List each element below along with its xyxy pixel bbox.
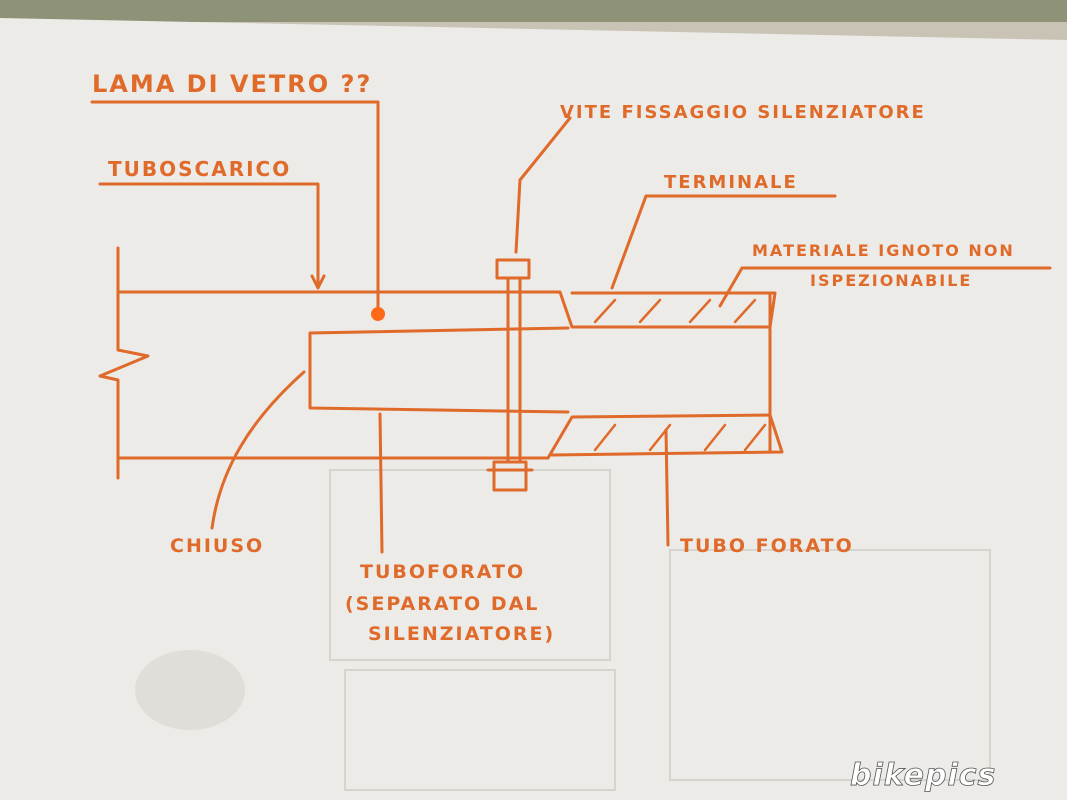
label-tubo-scarico: TUBOSCARICO [108, 157, 291, 181]
label-vite-fissaggio: VITE FISSAGGIO SILENZIATORE [560, 102, 926, 123]
label-materiale-line2: ISPEZIONABILE [810, 271, 972, 290]
label-tuboforato-line1: TUBOFORATO [360, 561, 525, 583]
patterned-cloth-strip [0, 0, 1067, 22]
leader-tubo-forato [664, 428, 670, 547]
exhaust-pipe-left-end [98, 246, 150, 480]
leader-tubo-scarico-arrow [310, 274, 326, 290]
leader-terminale [610, 194, 837, 290]
inner-perforated-tube [308, 326, 570, 414]
leader-chiuso [210, 370, 306, 530]
label-tuboforato-line2: (SEPARATO DAL [345, 593, 539, 615]
faint-background-marks [135, 469, 991, 791]
label-terminale: TERMINALE [664, 172, 798, 193]
label-tubo-forato: TUBO FORATO [680, 535, 854, 557]
leader-materiale [718, 266, 1052, 308]
label-lama-di-vetro: LAMA DI VETRO ?? [92, 70, 372, 98]
fixing-screw [486, 258, 534, 492]
glass-wool-dot [371, 307, 385, 321]
leader-vite-fissaggio [514, 116, 572, 254]
exhaust-drawing [90, 100, 1052, 554]
terminal-top-outer [538, 290, 777, 329]
leader-tuboforato-separato [378, 412, 384, 554]
label-tuboforato-line3: SILENZIATORE) [368, 623, 555, 645]
leader-tubo-scarico [98, 182, 320, 286]
bikepics-watermark: bikepics [850, 758, 996, 793]
paper-sheet [0, 18, 1067, 800]
label-chiuso: CHIUSO [170, 535, 264, 557]
leader-lama-di-vetro [90, 100, 380, 314]
label-materiale-line1: MATERIALE IGNOTO NON [752, 241, 1015, 260]
